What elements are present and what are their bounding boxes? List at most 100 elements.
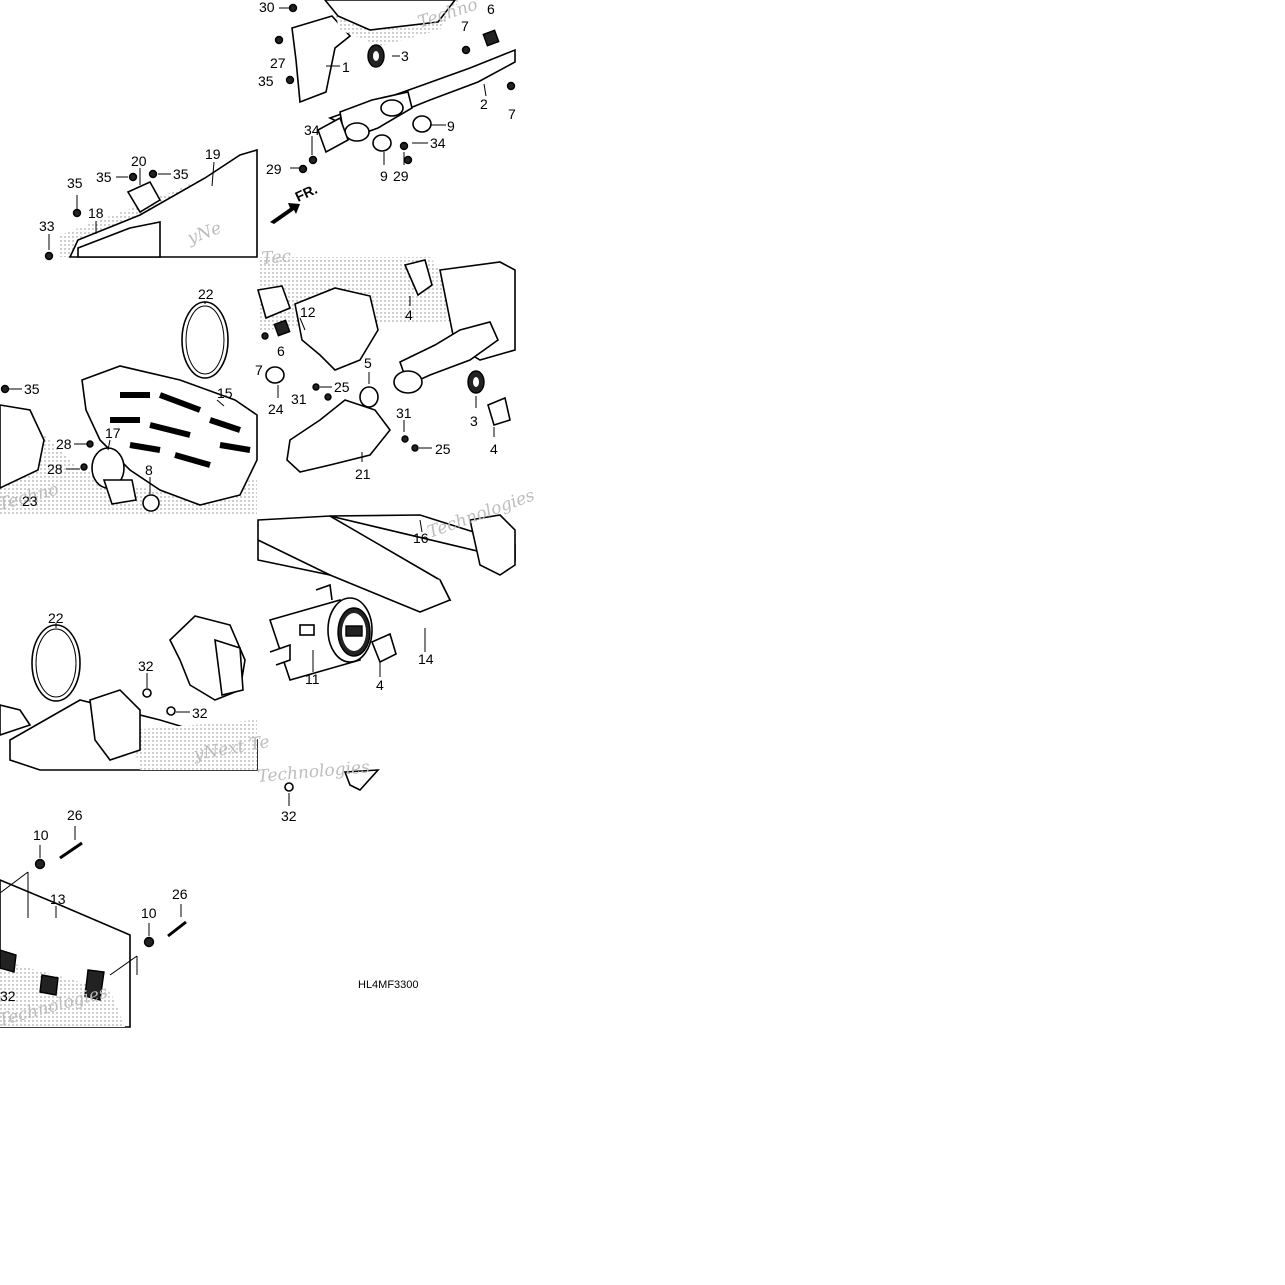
spring bbox=[273, 319, 291, 337]
callout-11: 11 bbox=[305, 671, 320, 687]
clamp-band bbox=[181, 301, 229, 379]
pipe-stub bbox=[102, 479, 137, 505]
bolt bbox=[461, 45, 471, 55]
callout-32: 32 bbox=[281, 808, 297, 824]
shield-bracket bbox=[89, 689, 141, 761]
gasket-ring bbox=[359, 386, 379, 408]
callout-35: 35 bbox=[24, 381, 40, 397]
callout-7: 7 bbox=[461, 18, 469, 34]
hanger-bracket bbox=[403, 259, 433, 297]
callout-3: 3 bbox=[401, 48, 409, 64]
gasket-ring bbox=[372, 134, 392, 152]
callout-8: 8 bbox=[145, 462, 153, 478]
callout-30: 30 bbox=[259, 0, 275, 15]
callout-21: 21 bbox=[355, 466, 371, 482]
pipe-end bbox=[393, 370, 423, 394]
bolt bbox=[128, 172, 138, 182]
callout-29: 29 bbox=[266, 161, 282, 177]
callout-32: 32 bbox=[0, 988, 16, 1004]
callout-6: 6 bbox=[487, 1, 495, 17]
bolt bbox=[288, 3, 298, 13]
bolt bbox=[148, 169, 158, 179]
converter-body bbox=[77, 221, 161, 258]
callout-26: 26 bbox=[172, 886, 188, 902]
callout-35: 35 bbox=[258, 73, 274, 89]
watermark: Tec bbox=[261, 246, 293, 269]
diagram-code: HL4MF3300 bbox=[358, 979, 419, 991]
panel-front-pipe: FR. Techno 30 6 27 1 3 7 35 2 7 34 9 34 … bbox=[258, 0, 516, 257]
callout-34: 34 bbox=[430, 135, 446, 151]
bolt bbox=[80, 463, 88, 471]
nut bbox=[298, 164, 308, 174]
gasket-ring bbox=[412, 115, 432, 133]
hanger-rod bbox=[269, 643, 291, 666]
hanger-rod bbox=[315, 583, 333, 601]
heat-shield-15 bbox=[81, 365, 258, 506]
gasket-ring bbox=[142, 494, 160, 512]
bolt bbox=[274, 35, 284, 45]
callout-2: 2 bbox=[480, 96, 488, 112]
callout-31: 31 bbox=[291, 391, 307, 407]
bolt bbox=[59, 841, 83, 860]
callout-19: 19 bbox=[205, 146, 221, 162]
callout-35: 35 bbox=[67, 175, 83, 191]
heat-shield-part bbox=[291, 15, 352, 104]
hanger-bracket bbox=[487, 396, 511, 427]
callout-35: 35 bbox=[96, 169, 112, 185]
callout-13: 13 bbox=[50, 891, 66, 907]
panel-catalytic-converter: yNe 19 20 35 35 35 18 33 bbox=[39, 146, 258, 261]
callout-24: 24 bbox=[268, 401, 284, 417]
bolt bbox=[506, 81, 516, 91]
front-direction-arrow-icon bbox=[270, 203, 300, 224]
callout-10: 10 bbox=[33, 827, 49, 843]
callout-7: 7 bbox=[255, 362, 263, 378]
washer bbox=[401, 435, 409, 443]
callout-28: 28 bbox=[47, 461, 63, 477]
panel-rear-cover: Technologies 10 26 13 10 26 32 bbox=[0, 807, 188, 1031]
bolt bbox=[261, 332, 269, 340]
bolt bbox=[86, 440, 94, 448]
flange bbox=[256, 285, 292, 320]
callout-3: 3 bbox=[470, 413, 478, 429]
hanger-bracket bbox=[469, 514, 516, 576]
callout-23: 23 bbox=[22, 493, 38, 509]
callout-15: 15 bbox=[217, 385, 233, 401]
shield-segment bbox=[0, 704, 32, 736]
callout-26: 26 bbox=[67, 807, 83, 823]
floor-panel-shading bbox=[130, 720, 257, 770]
callout-18: 18 bbox=[88, 205, 104, 221]
callout-10: 10 bbox=[141, 905, 157, 921]
bolt bbox=[167, 920, 187, 938]
clamp-band bbox=[31, 624, 81, 702]
callout-20: 20 bbox=[131, 153, 147, 169]
callout-29: 29 bbox=[393, 168, 409, 184]
callout-31: 31 bbox=[396, 405, 412, 421]
spring bbox=[482, 29, 500, 47]
bolt bbox=[285, 75, 295, 85]
cover-tab bbox=[39, 974, 59, 996]
upper-shield bbox=[323, 0, 457, 31]
shield-fragment bbox=[343, 769, 380, 791]
callout-33: 33 bbox=[39, 218, 55, 234]
shield-segment bbox=[0, 404, 45, 489]
hanger-bracket bbox=[370, 632, 397, 664]
nut bbox=[34, 858, 46, 870]
nut bbox=[143, 936, 155, 948]
washer bbox=[166, 706, 176, 716]
callout-14: 14 bbox=[418, 651, 434, 667]
washer bbox=[142, 688, 152, 698]
nut bbox=[308, 155, 318, 165]
mount-rubber-hole bbox=[373, 51, 379, 61]
callout-4: 4 bbox=[405, 307, 413, 323]
panel-rear-shield: yNext Te 22 32 32 bbox=[0, 610, 271, 771]
pipe-end bbox=[380, 99, 404, 117]
callout-1: 1 bbox=[342, 59, 350, 75]
panel-center-pipe: Tec 12 4 6 7 5 25 31 24 31 3 25 4 21 bbox=[255, 246, 516, 482]
callout-25: 25 bbox=[435, 441, 451, 457]
washer bbox=[324, 393, 332, 401]
callout-12: 12 bbox=[300, 304, 316, 320]
callout-28: 28 bbox=[56, 436, 72, 452]
nut bbox=[403, 155, 413, 165]
nut bbox=[399, 141, 409, 151]
catalytic-converter-shield bbox=[68, 148, 258, 258]
